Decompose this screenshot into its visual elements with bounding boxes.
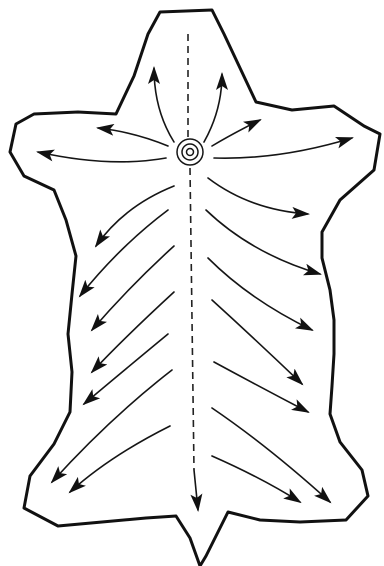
hair-flow-diagram	[0, 0, 384, 566]
